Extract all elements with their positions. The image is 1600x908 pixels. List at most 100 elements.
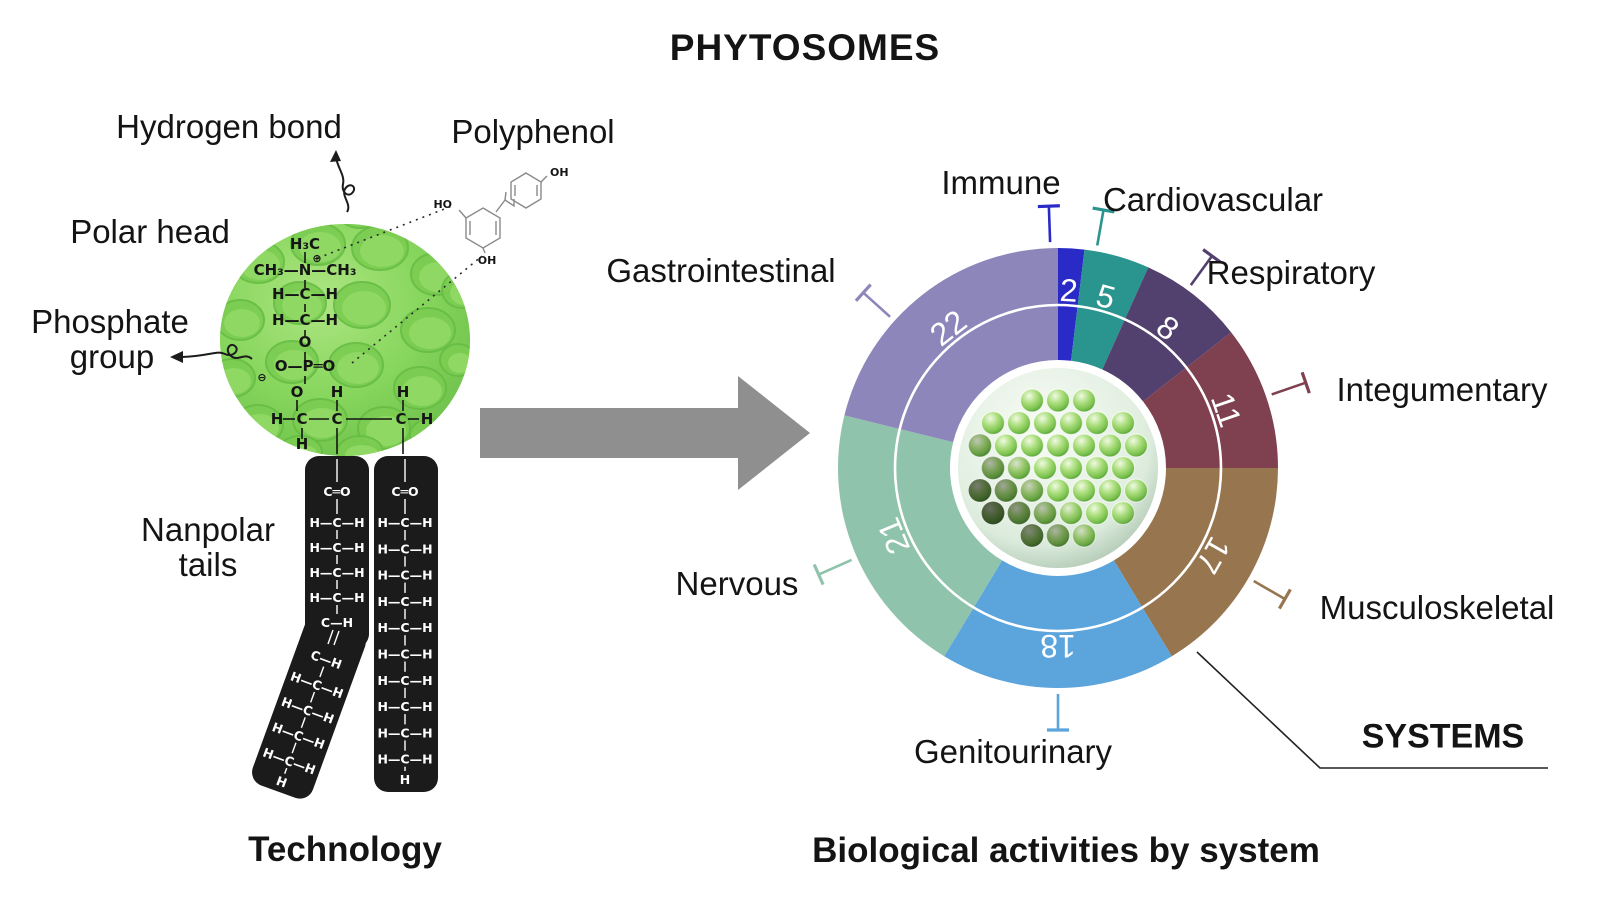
dimple [336,224,384,229]
formula-text: CH₃—N—CH₃ [254,261,357,279]
formula-text: H—C—H [309,590,364,605]
dimple-inner [418,428,446,448]
leader-pin-integumentary [1271,371,1311,396]
segment-value-immune: 2 [1059,272,1079,309]
formula-text: HO [433,198,452,211]
systems-label: SYSTEMS [1361,717,1525,756]
formula-text: H—C—H [377,620,432,635]
system-label-cardiovascular: Cardiovascular [1102,181,1324,218]
phosphate-group-label-line2: group [69,338,155,375]
phospholipid-illustration: C═O H—C—H H—C—H H—C—H H—C—H H—C—H H—C—H H—C—H H—… [170,150,569,799]
dimple-inner [286,224,318,226]
nonpolar-tails-label-line1: Nanpolar [141,511,275,548]
formula-text: H [296,435,309,453]
annotation-arrows [170,150,355,363]
donut-segment-genitourinary [944,560,1172,688]
formula-text: H [421,410,434,428]
formula-text: H [271,410,284,428]
dimple-inner [366,416,406,446]
dimple-inner [450,281,470,305]
donut-inner-guide-circle [893,303,1223,633]
dimple-inner [345,224,379,225]
dimple-inner [220,368,251,394]
polar-head-texture [220,224,470,456]
system-label-musculoskeletal: Musculoskeletal [1319,589,1555,626]
hydrogen-bond-label: Hydrogen bond [116,108,342,145]
system-label-gastrointestinal: Gastrointestinal [606,252,836,289]
formula-text: H—C—H [309,565,364,580]
formula-text: H—C—H [309,515,364,530]
formula-text: H—C—H [377,541,432,556]
dimple-inner [360,235,404,267]
technology-caption: Technology [248,830,442,869]
formula-text: C [296,410,307,428]
page-title: PHYTOSOMES [669,27,941,68]
system-label-immune: Immune [941,164,1061,201]
formula-text: H—C—H [377,647,432,662]
phosphate-group-label-line1: Phosphate [31,303,189,340]
dimple-inner [224,309,260,337]
nonpolar-tails-label-line2: tails [178,546,238,583]
nonpolar-tails [252,456,438,799]
formula-text: H—C—H [377,594,432,609]
formula-text: O [291,383,304,401]
phytosome-sphere [958,368,1158,568]
formula-text: OH [550,166,569,179]
leader-pin-gastrointestinal [854,283,891,318]
system-label-integumentary: Integumentary [1336,371,1548,408]
dimple-inner [274,350,314,380]
formula-text: H—C—H [272,311,338,329]
formula-text: OH [478,254,497,267]
dimple-inner [282,291,322,321]
donut-segment-cardiovascular [1071,249,1149,370]
leader-pin-respiratory [1189,248,1222,286]
leader-pin-genitourinary [1047,694,1069,732]
systems-leader-line [1196,651,1548,769]
formula-text: O—P═O [275,357,336,375]
formula-text: H—C—H [377,515,432,530]
hydrogen-bond-dotted-lines [317,205,483,364]
leader-pin-nervous [812,558,853,586]
formula-text: ⊖ [257,371,266,384]
formula-text: H [397,383,410,401]
dimple-inner [342,291,386,325]
system-label-nervous: Nervous [675,565,799,602]
leader-pin-cardiovascular [1092,206,1115,246]
formula-text: C═O [391,484,418,499]
formula-text: C═O [323,484,350,499]
formula-text: H—C—H [377,673,432,688]
formula-text: H₃C [290,235,320,253]
dimple-inner [409,317,451,349]
dimple-inner [402,376,442,406]
formula-text: H [331,383,344,401]
polyphenol-label: Polyphenol [451,113,615,150]
formula-text: C—H [321,615,353,630]
leader-pin-musculoskeletal [1253,579,1292,610]
donut-chart [838,248,1278,688]
formula-text: H [274,773,289,791]
dimple-inner [301,408,343,438]
donut-segment-nervous [838,415,1003,657]
formula-text: H—C—H [377,725,432,740]
formula-text: O [299,333,312,351]
formula-text: ⊕ [312,252,321,265]
formula-text: H—C—H [377,568,432,583]
leader-pin-immune [1037,204,1060,243]
system-label-respiratory: Respiratory [1206,254,1376,291]
formula-text: C [331,410,342,428]
donut-segment-respiratory [1102,267,1232,402]
dimple [277,224,323,230]
donut-segment-integumentary [1143,332,1278,468]
formula-text: H [400,772,410,787]
donut-segment-musculoskeletal [1113,468,1278,657]
dimple-inner [299,232,341,262]
formula-text: H—C—H [377,699,432,714]
formula-text: C [395,410,406,428]
polar-head-label: Polar head [70,213,230,250]
formula-text: H—C—H [377,752,432,767]
segment-leader-pins [812,204,1311,732]
transform-arrow-icon [480,376,810,490]
dimple-inner [337,352,379,384]
